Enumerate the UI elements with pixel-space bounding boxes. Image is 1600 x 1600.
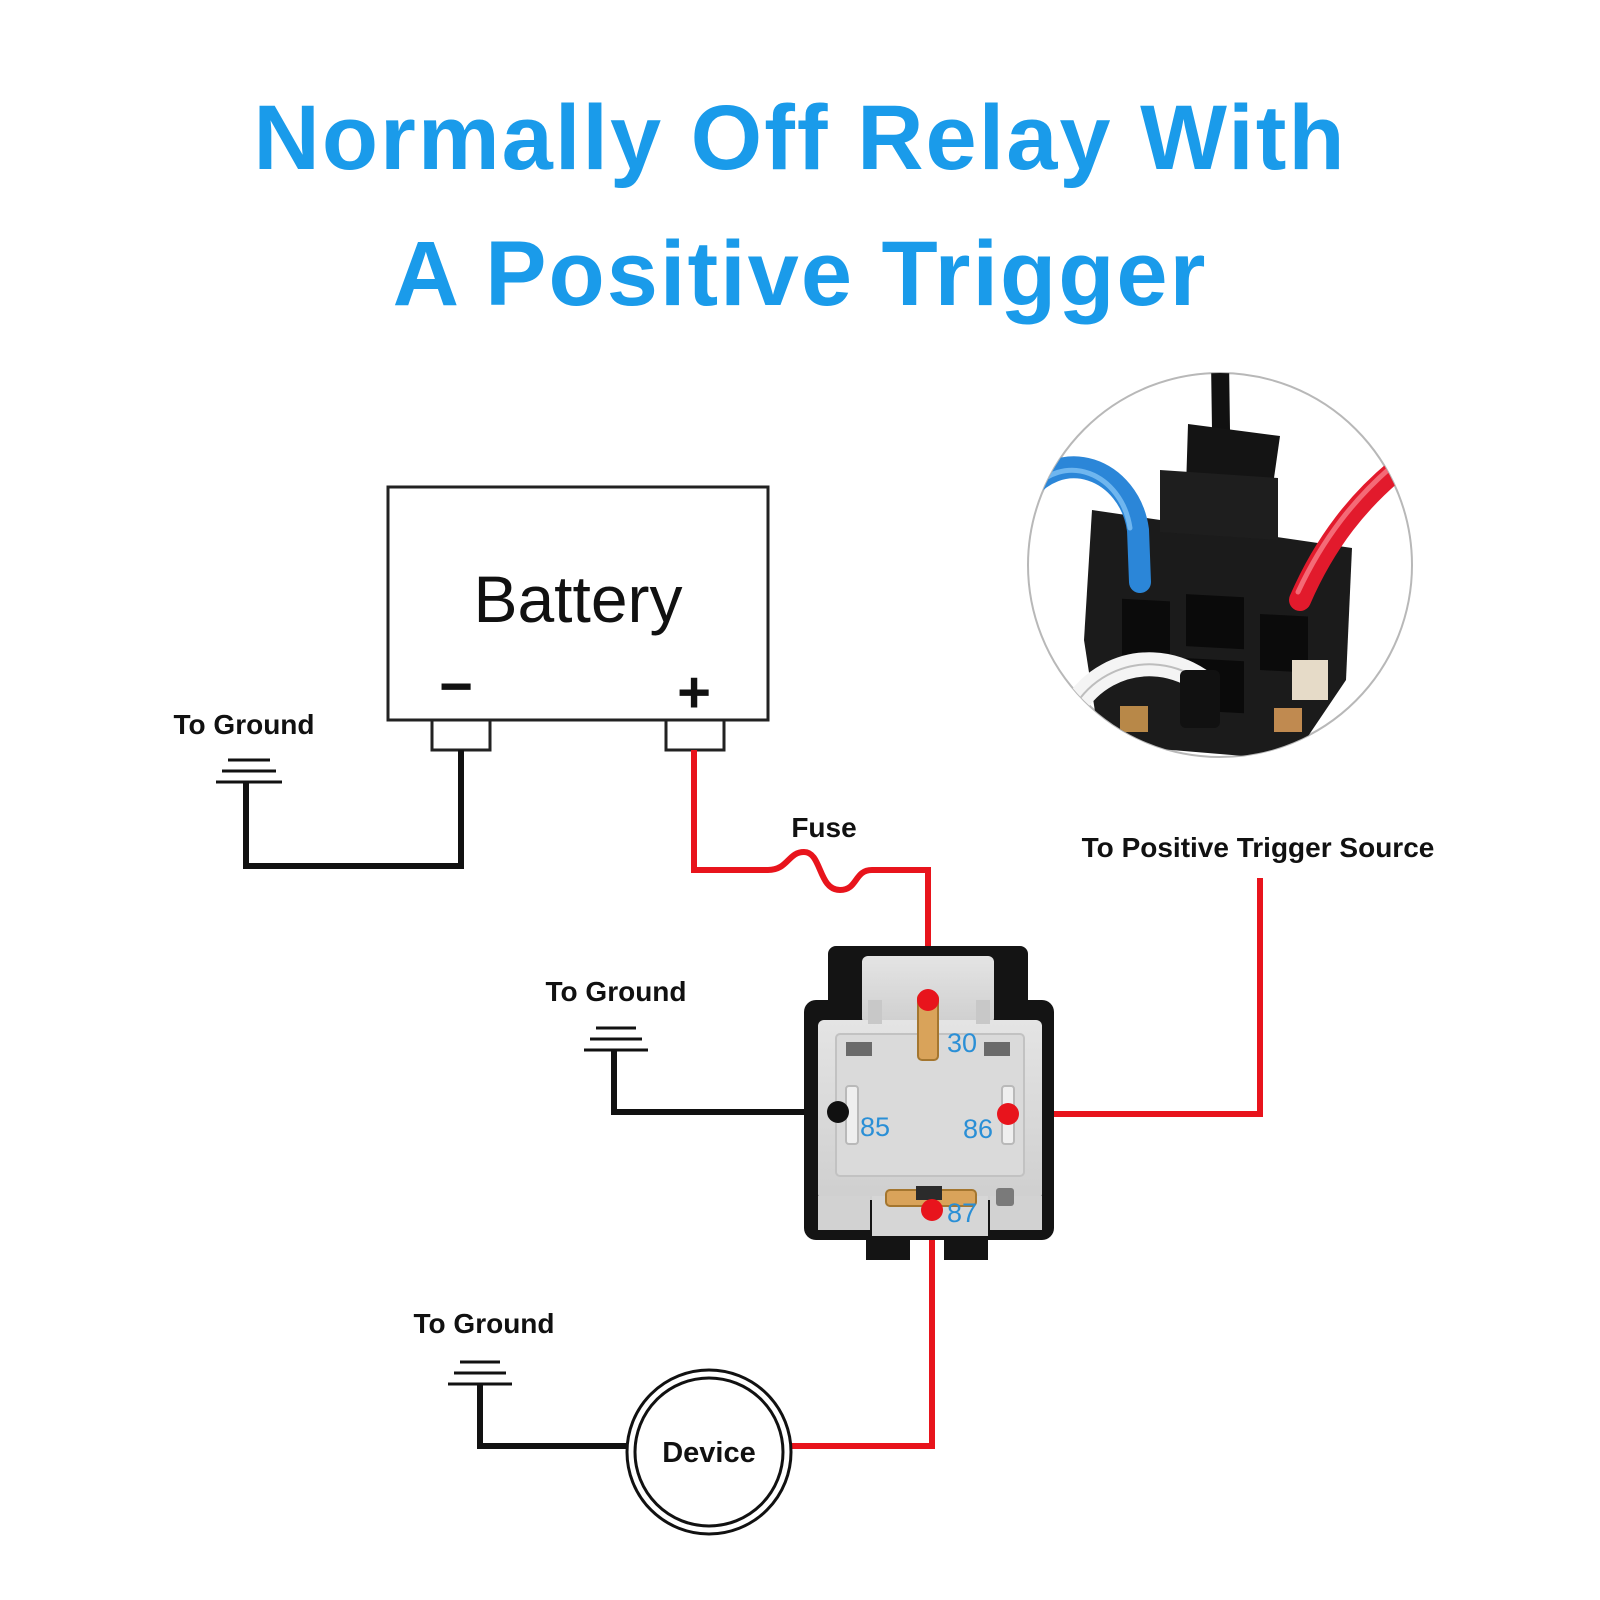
pin85-label: 85 [860, 1112, 890, 1142]
device: Device [625, 1368, 793, 1536]
pin87-label: 87 [947, 1198, 977, 1228]
battery-ground-label: To Ground [174, 709, 315, 740]
battery-ground-wire [243, 750, 464, 869]
battery: Battery − + [386, 485, 770, 752]
title-line-2: A Positive Trigger [392, 223, 1208, 325]
fuse-label: Fuse [791, 812, 856, 843]
pin30-label: 30 [947, 1028, 977, 1058]
battery-positive-symbol: + [677, 660, 711, 725]
relay-socket-photo [1027, 372, 1413, 758]
trigger-source-label: To Positive Trigger Source [1082, 832, 1435, 863]
device-label: Device [662, 1437, 756, 1469]
battery-negative-symbol: − [439, 654, 473, 719]
device-wire [790, 1212, 935, 1449]
battery-negative-terminal [430, 718, 492, 752]
device-ground-label: To Ground [414, 1308, 555, 1339]
ground-symbol-icon [584, 1026, 648, 1052]
pin30-connection-dot [917, 989, 939, 1011]
pin85-connection-dot [827, 1101, 849, 1123]
trigger-wire [1008, 878, 1263, 1117]
pin86-label: 86 [963, 1114, 993, 1144]
title-line-1: Normally Off Relay With [253, 87, 1347, 189]
positive-feed-wire [691, 750, 931, 1000]
battery-positive-terminal [664, 718, 726, 752]
pin87-connection-dot [921, 1199, 943, 1221]
battery-label: Battery [473, 562, 682, 636]
relay-icon: 30 85 86 87 [804, 946, 1054, 1260]
relay-ground-wire [611, 1050, 838, 1115]
device-ground-wire [477, 1384, 628, 1449]
relay-ground-label: To Ground [546, 976, 687, 1007]
ground-symbol-icon [216, 758, 282, 784]
pin86-connection-dot [997, 1103, 1019, 1125]
ground-symbol-icon [448, 1360, 512, 1386]
